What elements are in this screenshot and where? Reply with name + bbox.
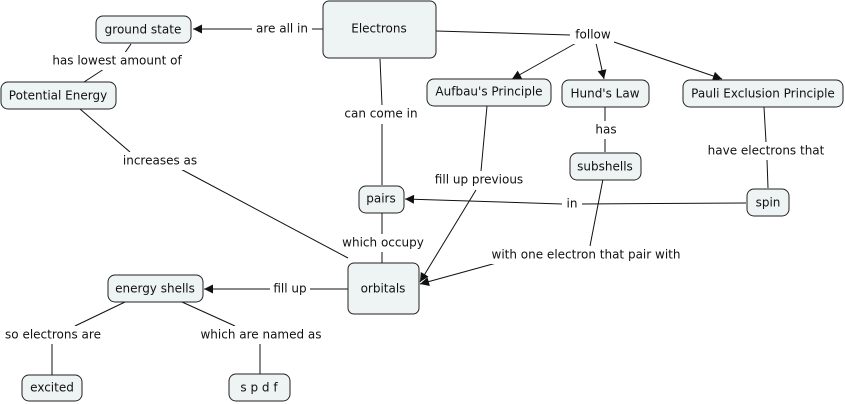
edge-fill-up-previous-orbitals — [419, 189, 477, 283]
edge-increases-orbitals — [174, 165, 349, 259]
node-hunds-law[interactable]: Hund's Law — [561, 79, 650, 108]
svg-text:Hund's Law: Hund's Law — [570, 87, 639, 101]
edge-aufbau-fill-up-previous — [480, 105, 488, 172]
edge-pauli-have-electrons — [763, 106, 767, 143]
svg-text:are all in: are all in — [256, 22, 308, 36]
svg-text:excited: excited — [30, 381, 74, 395]
svg-text:fill up: fill up — [273, 282, 306, 296]
edges — [51, 24, 769, 375]
edge-spin-in — [581, 202, 747, 205]
edge-in-pairs — [404, 194, 563, 205]
link-has-lowest-amount-of: has lowest amount of — [50, 52, 186, 70]
svg-text:follow: follow — [575, 28, 611, 42]
link-which-occupy: which occupy — [340, 234, 426, 252]
svg-text:which occupy: which occupy — [342, 236, 424, 250]
link-with-one-electron: with one electron that pair with — [488, 246, 684, 264]
node-energy-shells[interactable]: energy shells — [107, 274, 204, 303]
edge-electrons-can-come-in — [379, 58, 383, 106]
edge-have-electrons-spin — [766, 159, 769, 189]
svg-text:increases as: increases as — [123, 154, 197, 168]
edge-energy-shells-named-as — [181, 301, 236, 327]
svg-text:s p d f: s p d f — [240, 381, 278, 395]
node-orbitals[interactable]: orbitals — [347, 262, 420, 315]
svg-text:so electrons are: so electrons are — [5, 328, 101, 342]
svg-text:has: has — [595, 123, 616, 137]
svg-text:has lowest amount of: has lowest amount of — [52, 54, 182, 68]
edge-energy-shells-so-electrons — [74, 301, 126, 327]
node-potential-energy[interactable]: Potential Energy — [0, 81, 117, 110]
link-fill-up-previous: fill up previous — [430, 171, 528, 189]
svg-text:in: in — [567, 197, 578, 211]
node-spdf[interactable]: s p d f — [228, 373, 291, 402]
svg-text:which are named as: which are named as — [200, 328, 321, 342]
node-subshells[interactable]: subshells — [569, 152, 642, 181]
svg-text:energy shells: energy shells — [115, 282, 195, 296]
svg-text:Aufbau's Principle: Aufbau's Principle — [435, 85, 542, 99]
link-in: in — [562, 195, 582, 213]
node-ground-state[interactable]: ground state — [95, 15, 192, 44]
svg-text:can come in: can come in — [344, 107, 417, 121]
edge-follow-pauli — [613, 41, 723, 81]
link-increases-as: increases as — [118, 152, 202, 170]
svg-text:Pauli Exclusion Principle: Pauli Exclusion Principle — [691, 87, 835, 101]
edge-electrons-follow — [435, 30, 571, 36]
svg-text:fill up previous: fill up previous — [435, 173, 523, 187]
node-excited[interactable]: excited — [21, 374, 83, 402]
svg-text:pairs: pairs — [366, 192, 396, 206]
link-labels: are all in follow has lowest amount of c… — [1, 20, 828, 344]
svg-text:with one electron that pair wi: with one electron that pair with — [492, 248, 681, 262]
svg-text:ground state: ground state — [105, 23, 182, 37]
link-are-all-in: are all in — [252, 20, 312, 38]
svg-text:spin: spin — [756, 196, 781, 210]
link-can-come-in: can come in — [342, 105, 422, 123]
link-follow: follow — [572, 26, 614, 44]
link-which-are-named-as: which are named as — [196, 326, 326, 344]
svg-text:Potential Energy: Potential Energy — [9, 89, 107, 103]
edge-follow-hunds — [595, 42, 607, 80]
edge-has-lowest-potential-energy — [83, 68, 105, 83]
edge-with-one-orbitals — [419, 261, 501, 286]
node-spin[interactable]: spin — [746, 188, 790, 217]
node-electrons[interactable]: Electrons — [322, 0, 437, 59]
edge-potential-energy-increases — [79, 108, 131, 153]
svg-text:Electrons: Electrons — [351, 22, 406, 36]
link-fill-up: fill up — [270, 280, 310, 298]
svg-text:subshells: subshells — [577, 160, 633, 174]
node-pairs[interactable]: pairs — [358, 185, 405, 214]
edge-subshells-with-one — [589, 178, 604, 247]
link-have-electrons-that: have electrons that — [704, 142, 828, 160]
svg-text:orbitals: orbitals — [361, 282, 406, 296]
link-so-electrons-are: so electrons are — [1, 326, 105, 344]
node-aufbau-principle[interactable]: Aufbau's Principle — [426, 78, 552, 107]
node-pauli-exclusion-principle[interactable]: Pauli Exclusion Principle — [682, 79, 844, 108]
svg-text:have electrons that: have electrons that — [708, 144, 825, 158]
edge-follow-aufbau — [511, 41, 579, 80]
link-has: has — [591, 121, 621, 139]
